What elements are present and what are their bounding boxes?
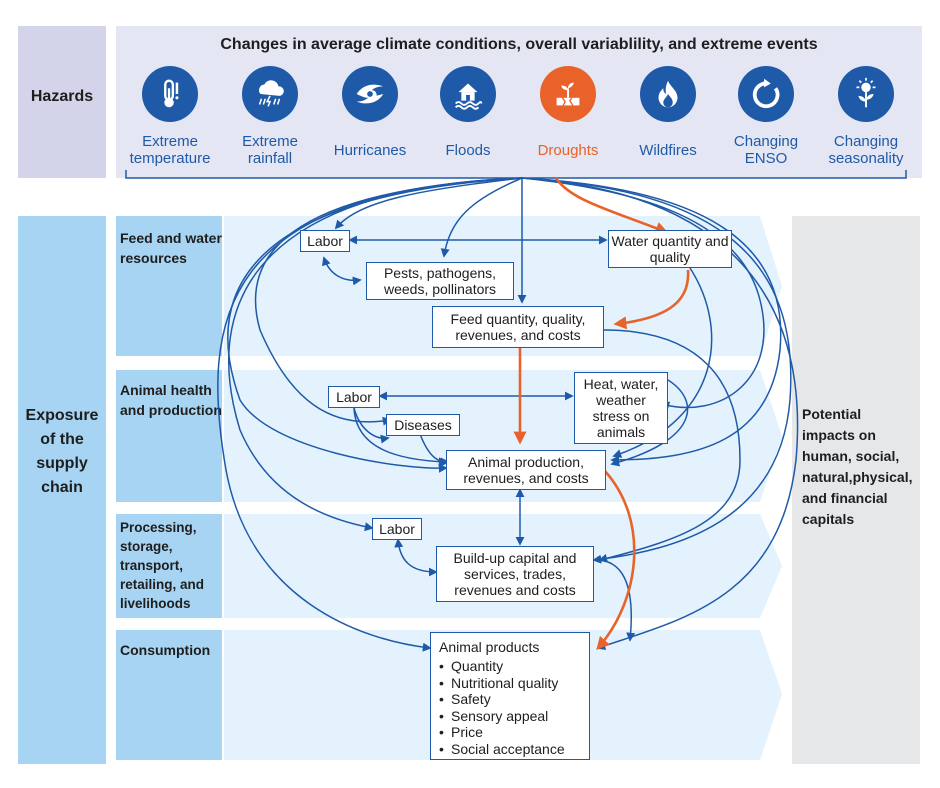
connector [595,559,636,642]
connector [322,256,362,286]
hazard-wildfires: Wildfires [620,66,716,168]
connector [521,177,792,564]
connector [334,177,523,230]
node-feed: Feed quantity, quality, revenues, and co… [432,306,604,348]
hazard-extreme-temperature: Extreme temperature [122,66,218,168]
list-item: Price [439,724,581,741]
hazard-label: Wildfires [639,141,697,159]
node-diseases: Diseases [386,414,460,436]
node-water: Water quantity and quality [608,230,732,268]
impacts-box [792,216,920,764]
node-labor-animal: Labor [328,386,380,408]
list-item: Quantity [439,658,581,675]
hazard-label: Floods [445,141,491,159]
hazards-label-box [18,26,106,178]
hazard-label: Changing seasonality [828,133,904,167]
row-label-consumption: Consumption [120,642,211,658]
list-item: Nutritional quality [439,675,581,692]
connector [598,329,741,563]
drought-icon [540,66,596,122]
hazard-label: Changing ENSO [733,133,799,167]
fire-icon [640,66,696,122]
row-label-box-feed [116,216,222,356]
hazard-floods: Floods [420,66,516,168]
node-buildup-capital: Build-up capital and services, trades, r… [436,546,594,602]
hazards-label: Hazards [30,88,94,105]
hazard-changing-seasonality: Changing seasonality [818,66,914,168]
rain-cloud-icon [242,66,298,122]
connector [440,177,523,258]
hazard-label: Hurricanes [333,141,407,159]
drought-connector [613,269,690,330]
enso-cycle-icon [738,66,794,122]
hurricane-icon [342,66,398,122]
sun-plant-icon [838,66,894,122]
row-label-animal-health: Animal health and production [120,382,222,418]
hazard-extreme-rainfall: Extreme rainfall [222,66,318,168]
row-label-feed: Feed and water resources [120,230,222,266]
list-item: Social acceptance [439,741,581,758]
row-label-processing: Processing, storage, transport, retailin… [120,520,205,611]
row-label-box-animal-health [116,370,222,502]
flood-icon [440,66,496,122]
node-pests: Pests, pathogens, weeds, pollinators [366,262,514,300]
connector [521,177,799,650]
exposure-label: Exposure of the supply chain [25,407,99,496]
connector [217,177,523,652]
hazard-label: Droughts [537,141,599,159]
drought-connector [554,177,669,235]
connector [353,407,390,444]
exposure-label-box [18,216,106,764]
connector [227,177,523,532]
connector [394,538,438,577]
hazard-label: Extreme rainfall [242,133,298,167]
animal-products-title: Animal products [439,639,540,655]
animal-products-list: Quantity Nutritional quality Safety Sens… [439,658,581,757]
drought-connector [596,469,636,650]
node-labor-feed: Labor [300,230,350,252]
list-item: Sensory appeal [439,708,581,725]
connector [353,407,448,467]
hazard-hurricanes: Hurricanes [322,66,418,168]
hazard-changing-enso: Changing ENSO [718,66,814,168]
hazard-droughts: Droughts [520,66,616,168]
thermometer-icon [142,66,198,122]
hazards-title: Changes in average climate conditions, o… [220,36,818,53]
node-animal-products: Animal products Quantity Nutritional qua… [430,632,590,760]
node-animal-production: Animal production, revenues, and costs [446,450,606,490]
row-label-box-consumption [116,630,222,760]
hazard-label: Extreme temperature [129,133,211,167]
impacts-label: Potential impacts on human, social, natu… [802,406,913,527]
hazard-bracket [125,170,907,179]
node-labor-processing: Labor [372,518,422,540]
connector [521,177,782,465]
connector [610,379,689,467]
row-label-box-processing [116,514,222,618]
list-item: Safety [439,691,581,708]
connector [419,433,450,467]
node-heat-stress: Heat, water, weather stress on animals [574,372,668,444]
